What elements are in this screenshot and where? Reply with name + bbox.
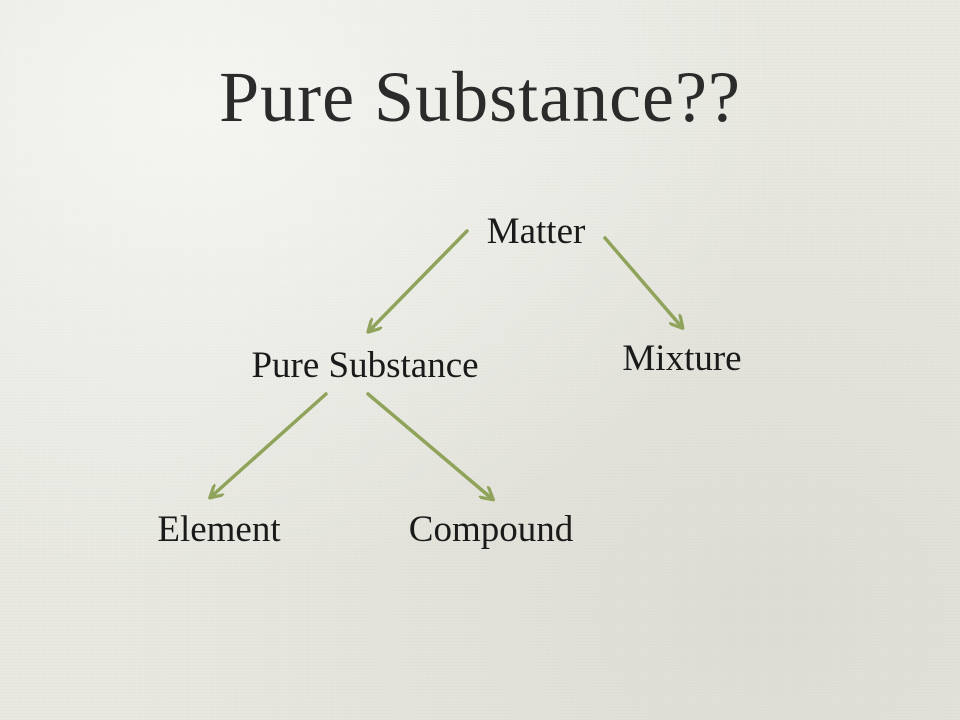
arrow-pure-substance-to-element [213,392,328,495]
arrow-matter-to-pure-substance [371,229,469,329]
node-pure-substance: Pure Substance [251,345,479,386]
arrow-matter-to-mixture [603,236,680,325]
node-mixture: Mixture [622,338,742,379]
slide-title: Pure Substance?? [219,57,741,137]
node-compound: Compound [408,509,574,550]
arrow-pure-substance-to-compound [366,392,490,497]
node-element: Element [157,509,281,550]
node-matter: Matter [486,211,586,252]
